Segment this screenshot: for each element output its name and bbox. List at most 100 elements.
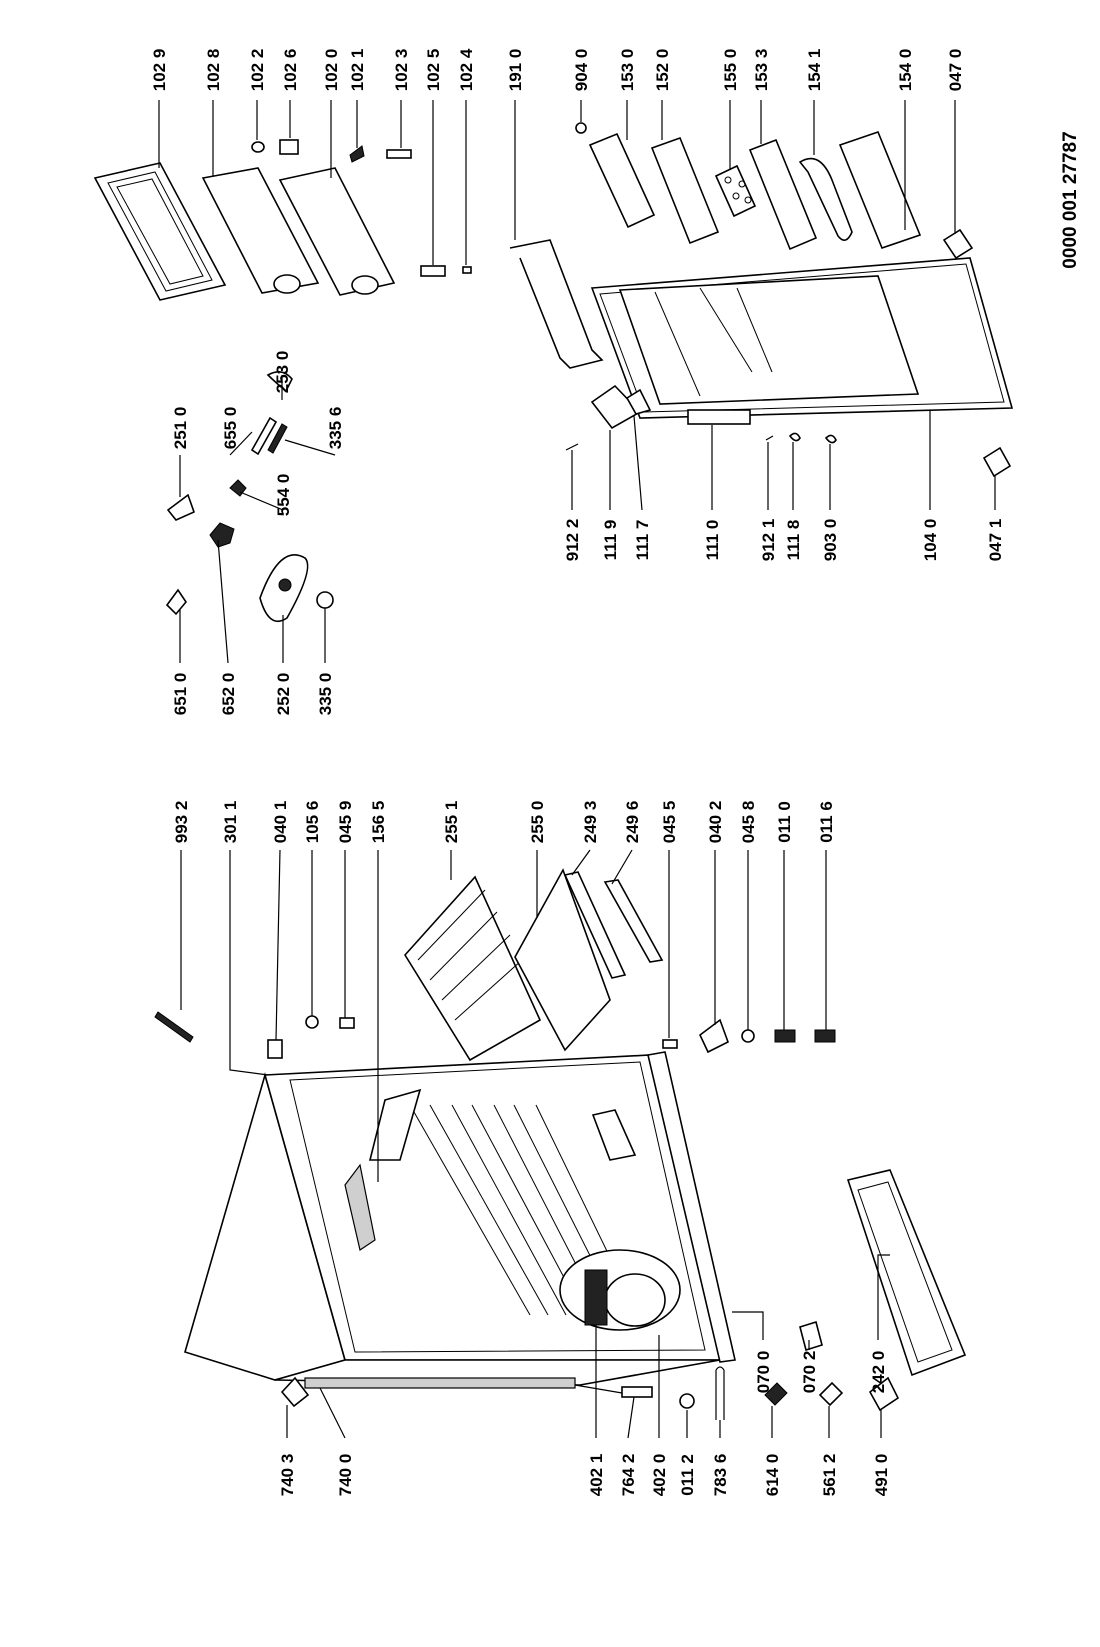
callout-9932: 993 2 [172, 801, 191, 844]
fridge-cabinet-part [184, 1051, 736, 1386]
door-cap-part [625, 388, 652, 415]
freezer-door-frame-part [93, 162, 227, 301]
callout-0110: 011 0 [775, 801, 794, 843]
switch-part [229, 479, 247, 497]
sensor-part [250, 416, 278, 456]
knob-cap-part [266, 371, 293, 393]
callout-0116: 011 6 [817, 801, 836, 843]
flap-clip-part [462, 266, 472, 274]
callout-2520: 252 0 [274, 673, 293, 716]
flap-pad-part [420, 265, 446, 277]
callout-9121: 912 1 [759, 519, 778, 562]
callout-1026: 102 6 [281, 49, 300, 92]
callout-1021: 102 1 [348, 49, 367, 92]
flap-latch-part [386, 149, 412, 159]
control-box-part [259, 553, 309, 623]
callout-1028: 102 8 [204, 49, 223, 92]
callout-1029: 102 9 [150, 49, 169, 92]
callout-6520: 652 0 [219, 673, 238, 716]
callout-2530: 253 0 [273, 351, 292, 394]
cord-clip-part [868, 1376, 900, 1412]
callout-2510: 251 0 [171, 407, 190, 450]
fridge-door-part [590, 257, 1014, 425]
part-illustrations [93, 122, 1014, 1420]
crisper-part [846, 1169, 967, 1377]
foot-adjust-part [814, 1029, 836, 1043]
callout-4020: 402 0 [650, 1454, 669, 1497]
flap-catch-part [349, 145, 365, 163]
door-stop-part [942, 228, 974, 260]
callout-labels: 102 9 102 8 102 2 102 6 102 0 102 1 102 … [150, 48, 1005, 1496]
callout-3011: 301 1 [221, 801, 240, 844]
callout-9030: 903 0 [821, 519, 840, 562]
callout-1040: 104 0 [921, 519, 940, 562]
door-hinge-cover-part [982, 446, 1012, 478]
callout-2550: 255 0 [528, 801, 547, 844]
wire-shelf-part [404, 875, 542, 1062]
egg-tray-part [714, 164, 757, 218]
spacer-part [679, 1393, 695, 1409]
cover-part [799, 1320, 823, 1352]
bracket-part [166, 493, 196, 521]
callout-3356: 335 6 [326, 407, 345, 450]
egg-shelf-part [588, 132, 656, 229]
door-shelf-small-part [748, 138, 818, 251]
overload-part [818, 1381, 844, 1407]
callout-0470: 047 0 [946, 49, 965, 92]
callout-1565: 156 5 [369, 801, 388, 844]
pin-part [339, 1017, 355, 1029]
callout-1118: 111 8 [784, 520, 803, 561]
callout-0401: 040 1 [271, 801, 290, 844]
callout-1540: 154 0 [896, 49, 915, 92]
door-shelf-part [650, 136, 720, 245]
cable-part [154, 1011, 194, 1043]
callout-0702: 070 2 [800, 1351, 819, 1394]
callout-0455: 045 5 [660, 801, 679, 844]
hinge-lower-part [698, 1018, 729, 1054]
callout-5540: 554 0 [274, 474, 293, 517]
bottle-shelf-part [838, 130, 922, 250]
tube-part [267, 423, 288, 454]
freezer-panel-part [201, 167, 320, 294]
callout-0471: 047 1 [986, 519, 1005, 562]
pin-lower-part [662, 1039, 678, 1049]
callout-6140: 614 0 [763, 1454, 782, 1497]
callout-7836: 783 6 [711, 1454, 730, 1497]
callout-1020: 102 0 [322, 49, 341, 92]
callout-1520: 152 0 [653, 49, 672, 92]
condenser-part [304, 1377, 653, 1398]
callout-0458: 045 8 [739, 801, 758, 844]
bottle-guard-part [798, 157, 853, 241]
callout-0700: 070 0 [754, 1351, 773, 1394]
foot-part [774, 1029, 796, 1043]
door-plug-part [575, 122, 587, 134]
callout-4021: 402 1 [587, 1454, 606, 1497]
callout-1541: 154 1 [805, 49, 824, 92]
leader-lines [158, 100, 996, 1439]
callout-2496: 249 6 [623, 801, 642, 844]
thermostat-part [209, 522, 235, 548]
callout-2551: 255 1 [442, 801, 461, 844]
callout-7403: 740 3 [278, 1454, 297, 1497]
callout-6550: 655 0 [221, 407, 240, 450]
freezer-flap-part [278, 167, 396, 296]
callout-1024: 102 4 [457, 48, 476, 91]
callout-4910: 491 0 [872, 1454, 891, 1497]
callout-6510: 651 0 [171, 673, 190, 716]
compressor-part [559, 1249, 681, 1331]
callout-1023: 102 3 [392, 49, 411, 92]
callout-2493: 249 3 [581, 801, 600, 844]
callout-1056: 105 6 [303, 801, 322, 844]
lamp-holder-part [165, 588, 187, 616]
callout-7642: 764 2 [619, 1454, 638, 1497]
clip-part [715, 1366, 725, 1420]
callout-0459: 045 9 [336, 801, 355, 844]
bush-part [305, 1015, 319, 1029]
hinge-upper-part [267, 1039, 283, 1059]
flap-knob-part [251, 141, 265, 153]
callout-1530: 153 0 [618, 49, 637, 92]
knob-part [316, 591, 334, 609]
callout-2420: 242 0 [869, 1351, 888, 1394]
callout-1117: 111 7 [633, 520, 652, 561]
